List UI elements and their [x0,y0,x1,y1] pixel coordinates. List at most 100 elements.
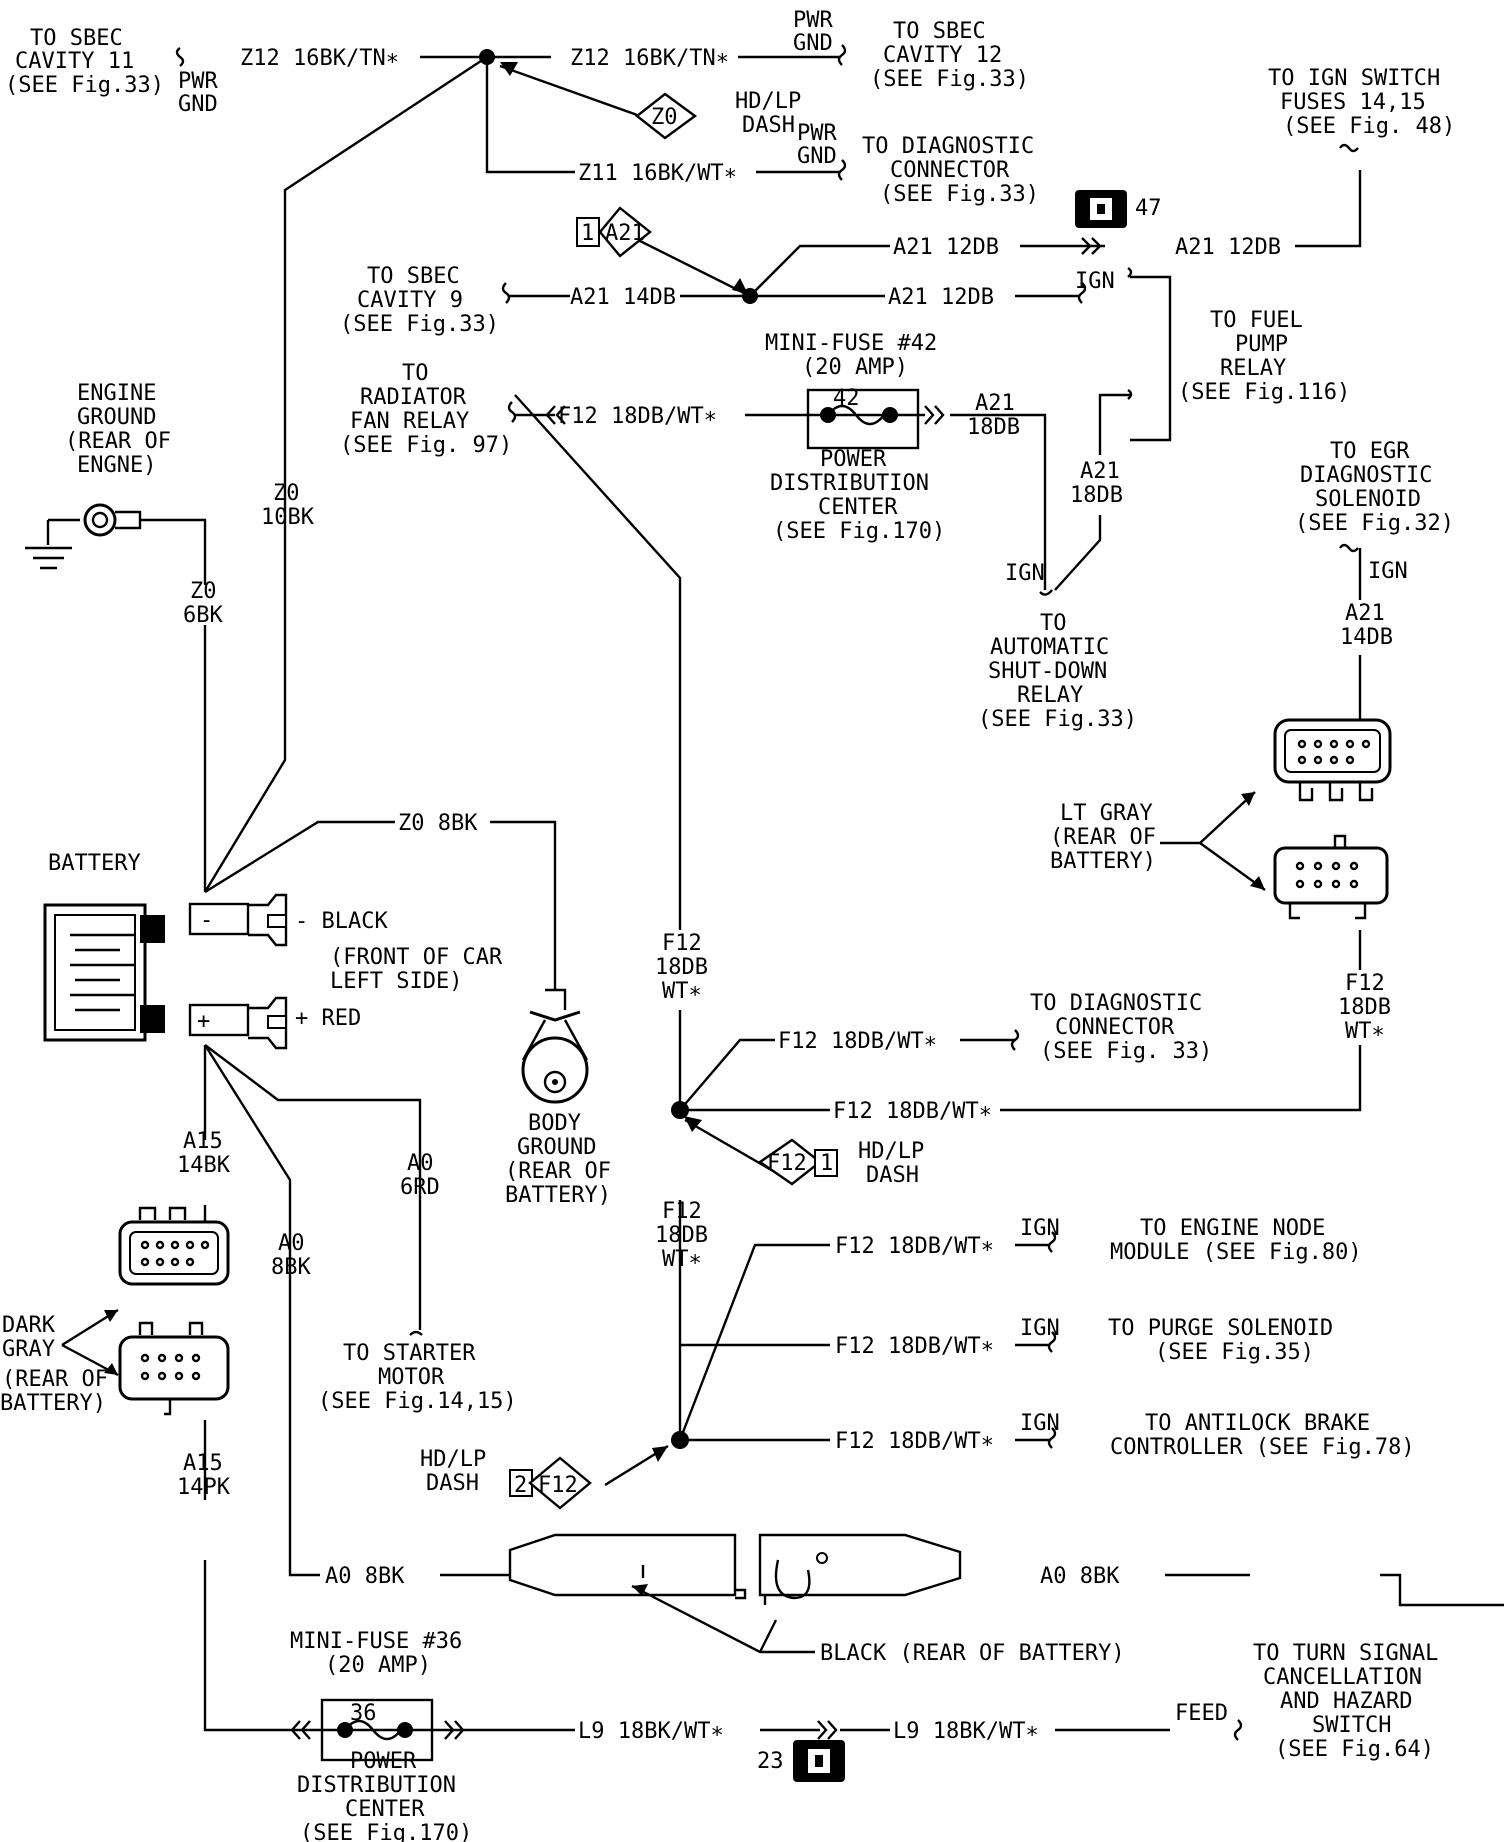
ign-purge-label: IGN [1020,1316,1060,1341]
hdlp-bot-1: HD/LP [420,1447,486,1472]
starter-2: MOTOR [378,1365,445,1390]
wire-black-rear-arrow2 [758,1619,778,1653]
turn-signal-3: AND HAZARD [1280,1689,1412,1714]
break-symbols [175,44,1359,1741]
body-ground-symbol [521,988,589,1104]
asd-5: (SEE Fig.33) [978,707,1137,732]
wire-lt-gray-arrow1 [1160,791,1256,845]
f12-18db-b-2: 18DB [655,1223,708,1248]
pdc42-1: POWER [820,447,887,472]
fuel-pump-4: (SEE Fig.116) [1178,380,1350,405]
lt-gray-3: BATTERY) [1050,849,1156,874]
body-ground-1: BODY [528,1111,581,1136]
hdlp-bot-2: DASH [426,1471,479,1496]
pdc36-1: POWER [350,1749,417,1774]
pdc42-2: DISTRIBUTION [770,471,929,496]
z0-8bk-label: Z0 8BK [398,811,478,836]
turn-signal-1: TO TURN SIGNAL [1253,1641,1438,1666]
a21-12db-c-label: A21 12DB [1175,235,1281,260]
a0-8bk-v-2: 8BK [271,1255,311,1280]
battery-label: BATTERY [48,851,141,876]
diag-mid-1: TO DIAGNOSTIC [1030,991,1202,1016]
wire-fuel-pump [1130,275,1172,442]
z12-right-label: Z12 16BK/TN∗ [570,46,729,71]
wire-f12-diag [679,1038,775,1111]
negative-terminal-sign: - [200,908,213,933]
a15-14pk-1: A15 [183,1451,223,1476]
ign-switch-3: (SEE Fig. 48) [1283,114,1455,139]
negative-terminal: - [188,893,288,947]
hdlp-mid-2: DASH [866,1163,919,1188]
f12-purge-label: F12 18DB/WT∗ [835,1334,994,1359]
sbec9-3: (SEE Fig.33) [340,312,499,337]
a15-14bk-1: A15 [183,1129,223,1154]
wire-a0-8bk [203,1044,320,1577]
f12-diag-label: F12 18DB/WT∗ [778,1029,937,1054]
wire-engine-ground [140,518,207,585]
sbec11-line2: CAVITY 11 [15,49,134,74]
engine-ground-1: ENGINE [77,381,156,406]
splice-z12 [479,49,495,65]
mini-fuse-36: 36 [290,1698,460,1762]
a21-14db-egr-1: A21 [1345,601,1385,626]
sbec12-line1: TO SBEC [893,19,986,44]
pwr-gnd-top-2: GND [793,31,833,56]
hdlp-mid-1: HD/LP [858,1139,924,1164]
a21-18db-a-2: 18DB [967,415,1020,440]
ecm-1: TO ENGINE NODE [1140,1216,1325,1241]
asd-4: RELAY [1017,683,1083,708]
dark-gray-3: (REAR OF [2,1367,108,1392]
f12-diamond-bot-pin: 2 [514,1473,527,1498]
ign-a-label: IGN [1075,269,1115,294]
diag-top-2: CONNECTOR [890,158,1010,183]
diag-top-1: TO DIAGNOSTIC [862,134,1034,159]
engine-ground-4: ENGNE) [77,453,156,478]
wire-a0-6rd [204,1044,422,1330]
engine-ground-2: GROUND [77,405,156,430]
text-labels: TO SBEC CAVITY 11 (SEE Fig.33) PWR GND Z… [0,8,1455,1842]
rad-fan-2: RADIATOR [360,385,467,410]
engine-ground-symbol [25,503,142,570]
a21-12db-b-label: A21 12DB [888,285,994,310]
wire-z0-hdlp [499,64,641,118]
body-ground-3: (REAR OF [505,1159,611,1184]
asd-3: SHUT-DOWN [988,659,1107,684]
l9-b-label: L9 18BK/WT∗ [893,1719,1039,1744]
f12-18db-a-2: 18DB [655,955,708,980]
connector-23-label: 23 [757,1749,784,1774]
mini36-2: (20 AMP) [325,1653,431,1678]
lt-gray-2: (REAR OF [1050,825,1156,850]
f12-18db-right-2: 18DB [1338,995,1391,1020]
z0-10bk-2: 10BK [261,505,315,530]
sbec12-line2: CAVITY 12 [883,43,1002,68]
z11-label: Z11 16BK/WT∗ [578,161,737,186]
mini42-2: (20 AMP) [802,355,908,380]
black-rear-label: BLACK (REAR OF BATTERY) [820,1641,1125,1666]
splice-f12-mid [671,1101,689,1119]
fuse-36-number: 36 [350,1701,377,1726]
black-terminal-label: - BLACK [295,909,388,934]
battery-symbol [43,903,165,1042]
dark-gray-2: GRAY [2,1337,55,1362]
wire-z11 [485,57,575,174]
a21-18db-a-1: A21 [975,391,1015,416]
sbec11-line1: TO SBEC [30,26,123,51]
wires [61,55,1504,1732]
f12-diamond-mid-pin: 1 [820,1151,833,1176]
diag-mid-3: (SEE Fig. 33) [1040,1039,1212,1064]
rad-fan-4: (SEE Fig. 97) [340,433,512,458]
a15-14bk-2: 14BK [177,1153,231,1178]
diag-top-3: (SEE Fig.33) [880,182,1039,207]
feed-label: FEED [1175,1701,1228,1726]
fuel-pump-1: TO FUEL [1210,308,1303,333]
fuse-42-number: 42 [833,386,860,411]
egr-2: DIAGNOSTIC [1300,463,1432,488]
f12-long-label: F12 18DB/WT∗ [833,1099,992,1124]
dark-gray-1: DARK [2,1313,56,1338]
a0-8bk-v-1: A0 [278,1231,305,1256]
rad-fan-3: FAN RELAY [350,409,469,434]
f12-18db-right-3: WT∗ [1345,1019,1385,1044]
a21-connector-box: 1 A21 [576,206,652,258]
z0-diamond-connector: Z0 [635,92,698,140]
